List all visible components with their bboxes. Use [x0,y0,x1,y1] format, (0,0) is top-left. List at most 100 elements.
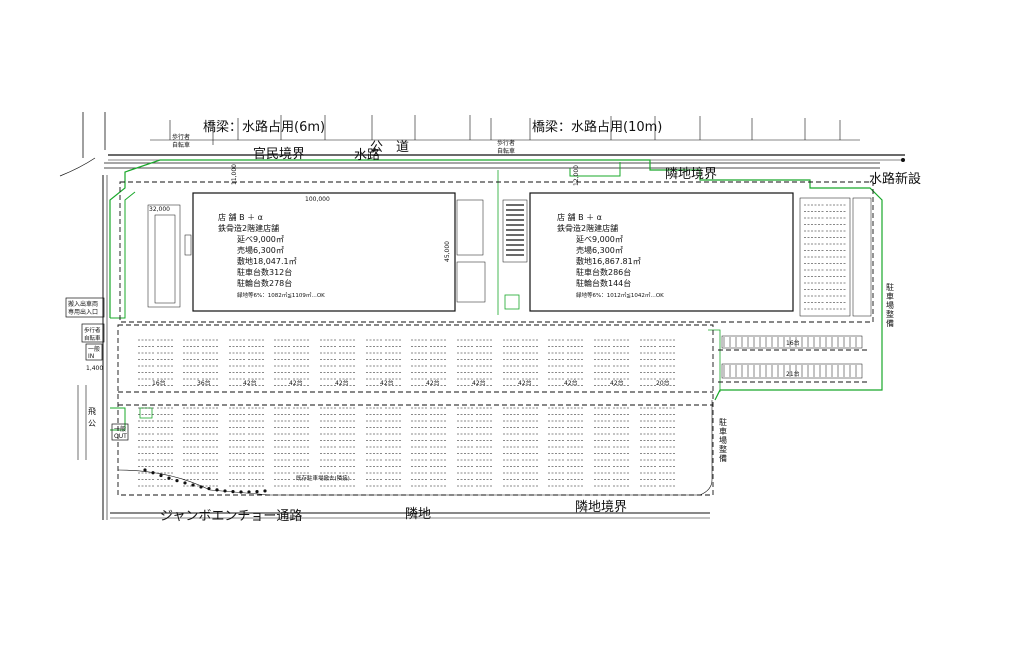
store-left-line-3: 売場6,300㎡ [237,245,284,255]
svg-text:車: 車 [719,426,727,436]
store-right-building [529,192,794,312]
road-name-label: ジャンボエンチョー通路 [160,508,302,524]
entrance-line-2: 専用出入口 [68,308,98,316]
suiro-shinsetsu-label: 水路新設 [869,171,921,187]
lot-count-3: 42台 [289,379,303,387]
svg-text:駐: 駐 [886,282,894,292]
kuzen-1: 飛 [88,407,96,416]
rinchi-kyokai-top-label: 隣地境界 [665,166,717,182]
lot-count-0: 16台 [152,379,166,387]
left-parking-column [147,204,192,308]
tree-dot [199,485,203,489]
ippan-out-box [111,423,129,441]
left-ped-box [81,323,105,343]
tree-dot [151,471,155,475]
tree-dot [191,483,195,487]
store-right-line-1: 鉄骨造2階建店舗 [557,223,618,233]
tree-dot [167,476,171,480]
site-boundary-green [109,159,883,431]
bridge-left-label: 橋梁：水路占用(6m) [203,119,325,135]
store-left-green-note: 緑地等6%：1082㎡≦1109㎡…OK [237,291,325,299]
lot-count-5: 42台 [380,379,394,387]
store-left-text: 店 舗 B ＋ α 鉄骨造2階建店舗 延べ9,000㎡ 売場6,300㎡ 敷地1… [218,212,325,299]
store-right-line-6: 駐輪台数144台 [576,278,631,288]
left-boundary-lines [59,112,108,520]
svg-text:整: 整 [886,309,894,319]
dim-11000: 11,000 [231,164,238,185]
dim-45000: 45,000 [444,241,451,262]
keibi-bottom: 駐 車 場 整 備 [719,417,727,463]
store-right-line-5: 駐車台数286台 [576,267,631,277]
svg-text:車: 車 [886,291,894,301]
lot-count-1: 36台 [197,379,211,387]
ped-right-2: 自転車 [497,147,515,155]
lot-count-7: 42台 [472,379,486,387]
tree-dot [255,490,259,494]
store-left-line-5: 駐車台数312台 [237,267,292,277]
bottom-road [110,400,713,519]
kanmin-label: 官民境界 [253,146,305,162]
lot-count-11: 20台 [656,379,670,387]
tree-dot [263,489,267,493]
lot-count-labels: 16台 36台 42台 42台 42台 42台 42台 42台 42台 42台 … [152,379,670,387]
ippan-out-1: 一般 [114,425,126,433]
tree-dots [143,468,267,494]
rinchi-label: 隣地 [405,506,431,522]
lot-count-8: 42台 [518,379,532,387]
tree-dot [215,488,219,492]
dim-12000: 12,000 [573,165,580,186]
lot-count-2: 42台 [243,379,257,387]
ippan-in-1: 一般 [88,345,100,353]
wall-note: 既存駐車場撤去(隣接) [296,474,350,482]
rinchi-kyokai-label: 隣地境界 [575,499,627,515]
ped-right-1: 歩行者 [497,139,515,147]
tree-dot [239,490,243,494]
kuzen-2: 公 [88,419,96,428]
store-right-text: 店 舗 B ＋ α 鉄骨造2階建店舗 延べ9,000㎡ 売場6,300㎡ 敷地1… [557,212,664,299]
svg-text:場: 場 [719,435,727,445]
tree-dot [207,486,211,491]
store-right-line-3: 売場6,300㎡ [576,245,623,255]
count-16: 16台 [786,339,800,347]
bridge-right-label: 橋梁：水路占用(10m) [532,119,662,135]
svg-text:駐: 駐 [719,417,727,427]
left-ped-2: 自転車 [84,334,101,342]
entrance-box [65,297,105,318]
store-left-line-1: 鉄骨造2階建店舗 [218,223,279,233]
tree-dot [231,490,235,494]
lot-count-6: 42台 [426,379,440,387]
lot-count-9: 42台 [564,379,578,387]
lot-count-4: 42台 [335,379,349,387]
ped-left-2: 自転車 [172,141,190,149]
dim-32000: 32,000 [149,206,170,213]
store-right-line-2: 延べ9,000㎡ [576,234,623,244]
lot-count-10: 42台 [610,379,624,387]
store-left-line-4: 敷地18,047.1㎡ [237,256,297,266]
svg-text:備: 備 [886,318,894,328]
dim-1400: 1,400 [86,365,103,372]
left-ped-1: 歩行者 [84,326,101,334]
store-left-line-2: 延べ9,000㎡ [237,234,284,244]
tree-dot [175,478,179,483]
parking-stall-grid [138,204,857,487]
svg-text:場: 場 [886,300,894,310]
store-right-green-note: 緑地等6%：1012㎡≦1042㎡…OK [576,291,664,299]
svg-text:備: 備 [719,453,727,463]
store-left-building [192,192,456,312]
public-road-label: 公 道 [370,140,409,155]
store-right-line-4: 敷地16,867.81㎡ [576,256,641,266]
tree-dot [183,481,187,485]
ped-left-1: 歩行者 [172,133,190,141]
ippan-in-2: IN [88,353,94,360]
drive-aisles [117,181,874,496]
right-parking-area [721,197,872,379]
tree-dot [159,473,163,478]
svg-text:整: 整 [719,444,727,454]
store-left-line-6: 駐輪台数278台 [237,278,292,288]
center-bike-area [456,199,528,303]
tree-dot [223,489,227,493]
entrance-line-1: 搬入出車両 [68,300,98,308]
dim-100000: 100,000 [305,196,330,203]
tree-dot [143,468,147,472]
